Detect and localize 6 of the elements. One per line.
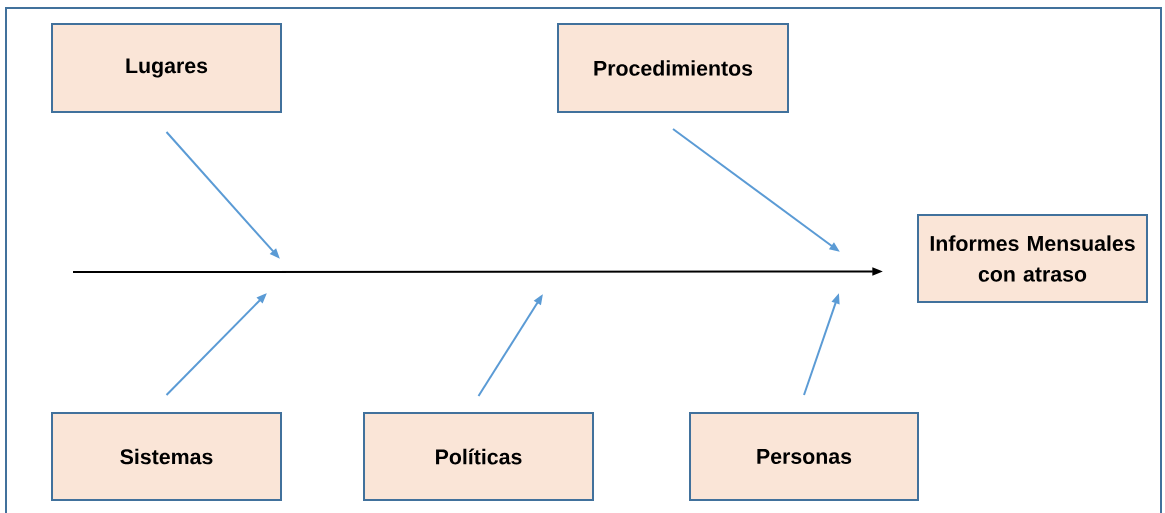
cause-box: Políticas xyxy=(363,412,594,501)
cause-box: Lugares xyxy=(51,23,282,113)
cause-box: Sistemas xyxy=(51,412,282,501)
cause-box: Procedimientos xyxy=(557,23,789,113)
cause-box: Informes Mensuales con atraso xyxy=(917,214,1148,303)
cause-box: Personas xyxy=(689,412,919,501)
